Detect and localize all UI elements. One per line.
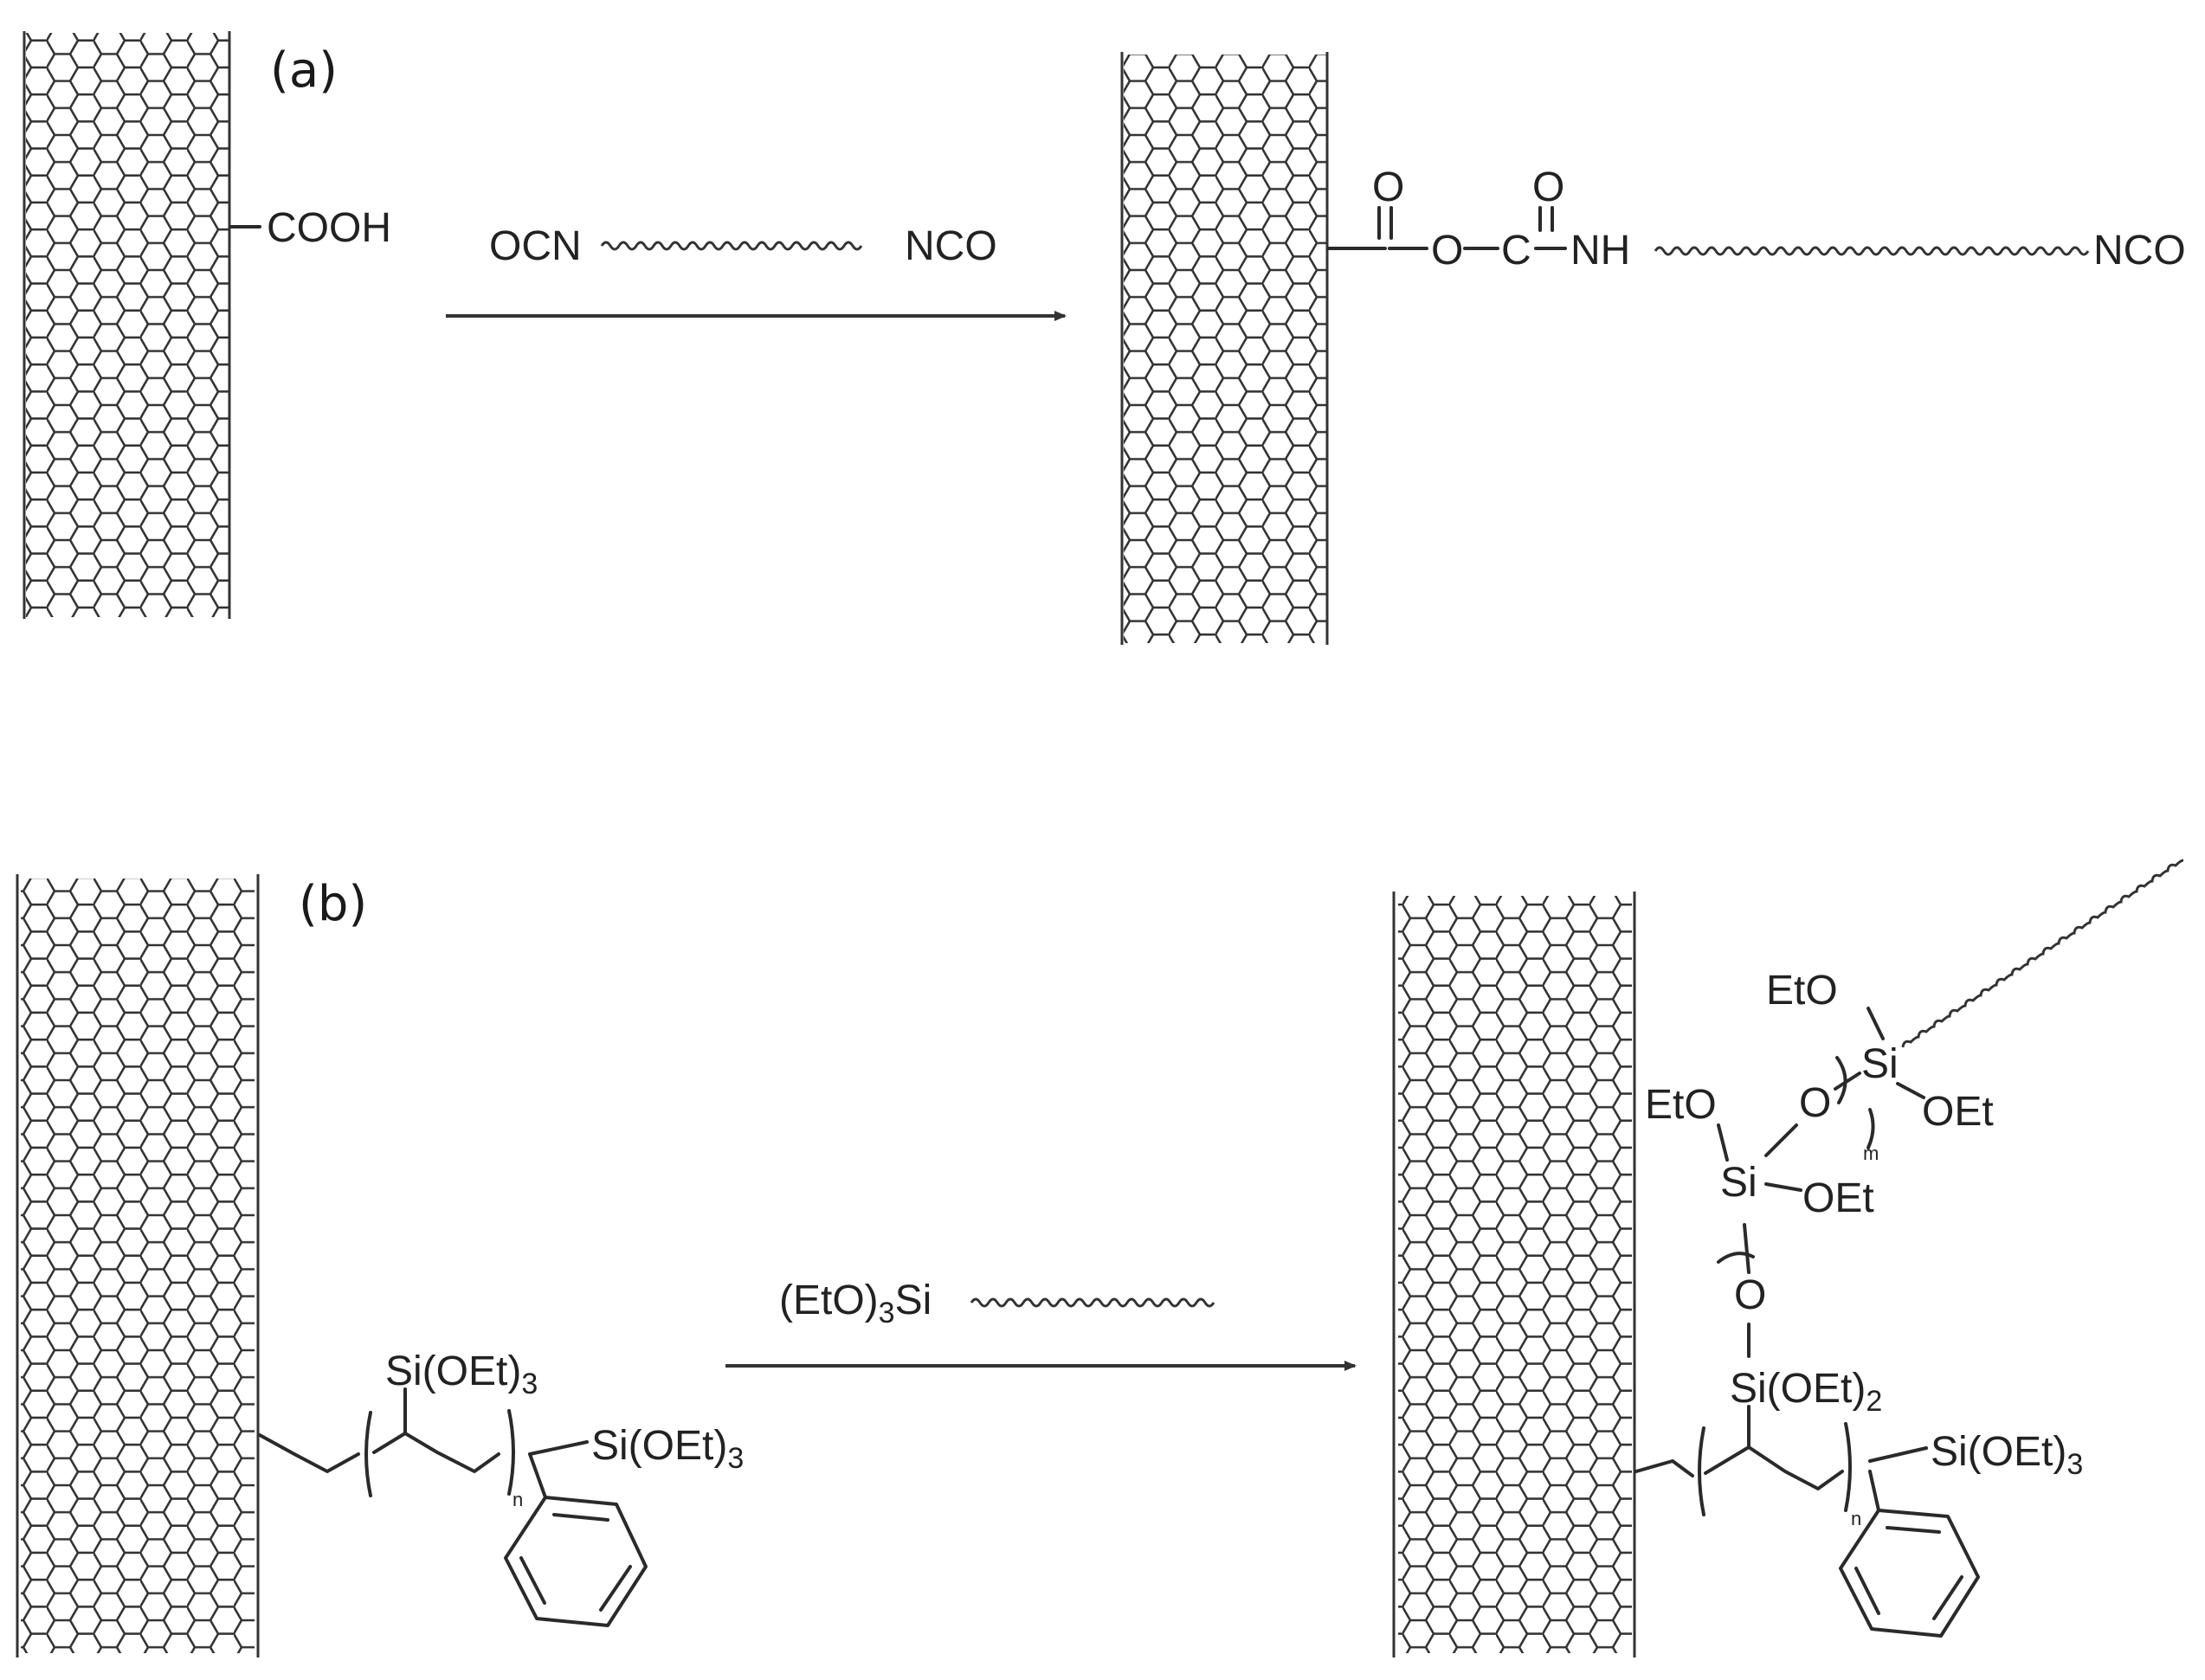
si-oet3-side: Si(OEt): [385, 1349, 521, 1394]
cooh-group: COOH: [267, 205, 391, 251]
svg-text:Si(OEt)3: Si(OEt)3: [591, 1423, 744, 1475]
reagent-chain-a: [600, 241, 863, 251]
reagent-eto3: (EtO): [779, 1278, 879, 1323]
panel-b: (b) Si(OEt)3 n Si(OEt)3: [16, 859, 2184, 1657]
phenyl-ring-reactant: [504, 1496, 648, 1627]
panel-a: (a) COOH OCN NCO O O C: [23, 31, 2186, 645]
phenyl-ring-product: [1839, 1509, 1980, 1638]
reagent-chain-b: [970, 1297, 1215, 1308]
repeat-index-m: m: [1863, 1143, 1879, 1164]
repeat-index-n-reactant: n: [513, 1489, 523, 1510]
nanotube-a-product: [1120, 52, 1329, 645]
product-nco: NCO: [2093, 228, 2186, 274]
reactant-polymer: Si(OEt)3 n Si(OEt)3: [258, 1349, 744, 1627]
product-polymer: n Si(OEt)3 Si(OEt)2 O Si OEt EtO O: [1634, 859, 2184, 1638]
si-oet3-end-sub: 3: [727, 1442, 744, 1475]
reagent-ocn: OCN: [489, 223, 582, 269]
svg-text:Si(OEt)3: Si(OEt)3: [1931, 1429, 2083, 1481]
product-chain-a: [1654, 246, 2090, 256]
repeat-index-n-product: n: [1851, 1508, 1861, 1529]
si-oet3-side-sub: 3: [521, 1368, 538, 1400]
urethane-linker: O O C O NH NCO: [1326, 164, 2186, 274]
svg-text:(EtO)3Si: (EtO)3Si: [779, 1278, 932, 1329]
svg-text:Si(OEt)3: Si(OEt)3: [385, 1349, 538, 1400]
carbonyl-o-2: O: [1532, 164, 1564, 210]
nanotube-b-reactant: [16, 874, 260, 1657]
product-chain-b: [1901, 859, 2184, 1048]
ester-oxygen: O: [1431, 228, 1463, 274]
nanotube-a-reactant: [23, 31, 231, 619]
siloxane-eto-top: EtO: [1766, 968, 1838, 1014]
siloxane-o-lower: O: [1734, 1272, 1766, 1318]
reagent-nco: NCO: [905, 223, 997, 269]
panel-a-label: (a): [270, 42, 338, 99]
svg-text:Si(OEt)2: Si(OEt)2: [1730, 1366, 1882, 1418]
siloxane-eto-mid: EtO: [1645, 1082, 1717, 1128]
siloxane-oet-mid: OEt: [1802, 1175, 1874, 1221]
product-si-oet3-end-sub: 3: [2066, 1448, 2083, 1481]
siloxane-si-top: Si: [1861, 1041, 1899, 1087]
carbonyl-o-1: O: [1372, 164, 1404, 210]
panel-b-label: (b): [299, 876, 367, 932]
product-si-oet3-end: Si(OEt): [1931, 1429, 2066, 1475]
product-si-oet2-sub: 2: [1866, 1385, 1882, 1418]
reagent-eto3-sub: 3: [879, 1297, 895, 1329]
amide-nh: NH: [1570, 228, 1630, 274]
carbonyl-carbon: C: [1501, 228, 1531, 274]
product-si-oet2: Si(OEt): [1730, 1366, 1866, 1412]
reagent-si: Si: [895, 1278, 932, 1323]
si-oet3-end: Si(OEt): [591, 1423, 727, 1469]
siloxane-oet-top: OEt: [1922, 1089, 1994, 1135]
siloxane-o-bridge: O: [1799, 1080, 1831, 1126]
siloxane-si-mid: Si: [1720, 1160, 1757, 1206]
nanotube-b-product: [1392, 891, 1636, 1657]
